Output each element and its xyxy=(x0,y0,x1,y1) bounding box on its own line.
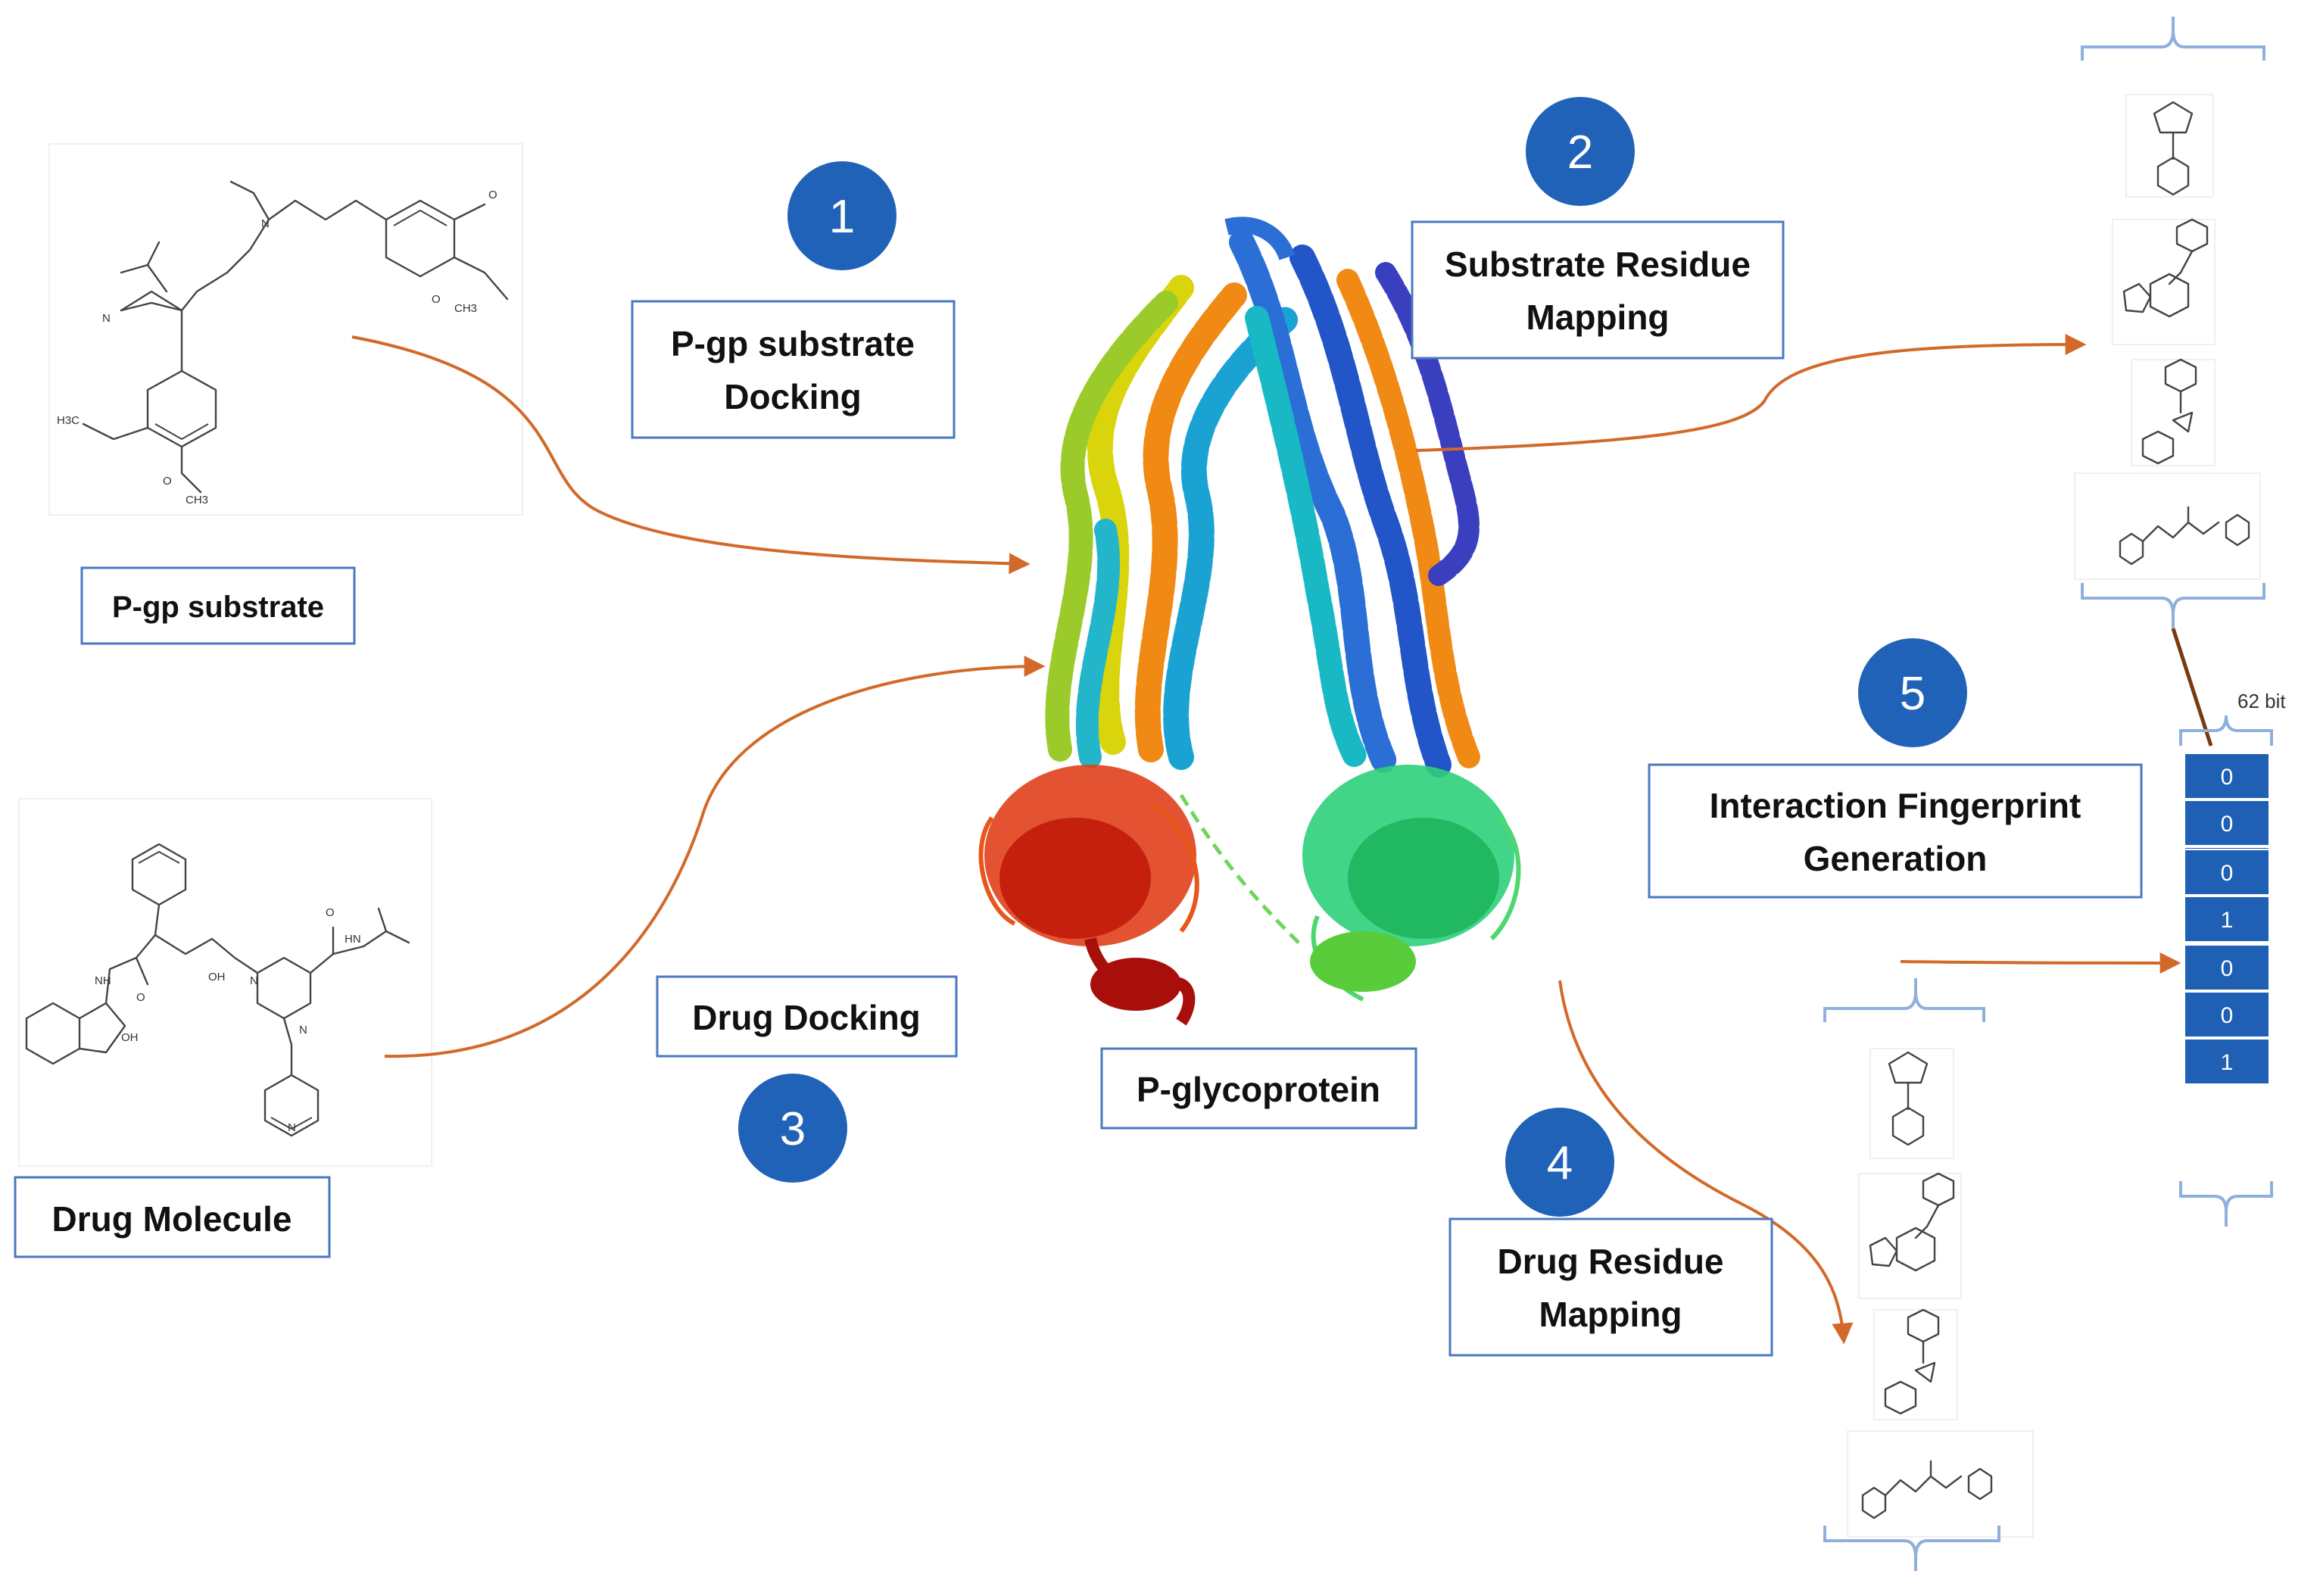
atom-o: O xyxy=(163,475,172,488)
drug-residue-line1: Drug Residue xyxy=(1497,1242,1723,1281)
substrate-residue-line1: Substrate Residue xyxy=(1445,245,1751,284)
flow-arrows xyxy=(351,334,2181,1345)
step-4-badge: 4 xyxy=(1505,1108,1614,1217)
fingerprint-line2: Generation xyxy=(1804,839,1988,878)
atom-o: O xyxy=(136,991,145,1004)
box-substrate-residue-mapping: Substrate Residue Mapping xyxy=(1411,220,1785,360)
atom-nh: NH xyxy=(95,974,111,987)
fingerprint-vector: 62 bit 001011001 xyxy=(2179,690,2286,1227)
protein-ribbon-icon xyxy=(978,217,1521,1026)
atom-n: N xyxy=(288,1121,296,1134)
atom-nitrile-n: N xyxy=(102,312,111,325)
fragment-icon xyxy=(2074,472,2261,580)
atom-oh: OH xyxy=(121,1031,139,1044)
fragment-icon xyxy=(2125,94,2214,198)
substrate-fragments xyxy=(2074,17,2265,628)
connector-line xyxy=(2171,628,2213,747)
step-5-number: 5 xyxy=(1900,668,1926,720)
bit-cell xyxy=(2184,896,2270,943)
step-1-number: 1 xyxy=(829,191,855,243)
box-fingerprint-generation: Interaction Fingerprint Generation xyxy=(1648,763,2143,899)
atom-oh: OH xyxy=(208,971,226,983)
step-3-badge: 3 xyxy=(738,1074,847,1183)
step-5-badge: 5 xyxy=(1858,638,1967,747)
bit-value: 0 xyxy=(2221,956,2234,981)
bit-cell xyxy=(2184,800,2270,846)
atom-n: N xyxy=(250,974,258,987)
box-drug-docking: Drug Docking xyxy=(656,975,958,1058)
drug-residue-line2: Mapping xyxy=(1539,1295,1682,1334)
substrate-molecule-icon: N O O CH3 N H3C O CH3 xyxy=(48,143,523,516)
fragment-icon xyxy=(2112,218,2216,345)
step-4-number: 4 xyxy=(1547,1137,1573,1189)
bit-value: 0 xyxy=(2221,861,2234,886)
fragment-icon xyxy=(2131,358,2216,466)
atom-hn: HN xyxy=(345,933,361,946)
bit-cells: 001011001 xyxy=(2184,753,2270,1085)
fragment-icon xyxy=(1873,1308,1958,1420)
box-pgp-substrate: P-gp substrate xyxy=(80,566,356,645)
arrow-protein-to-drug-fragments xyxy=(1558,980,1854,1345)
bit-value: 0 xyxy=(2221,765,2234,790)
box-pglycoprotein: P-glycoprotein xyxy=(1100,1047,1417,1130)
bit-cell xyxy=(2184,1038,2270,1085)
pglycoprotein-label: P-glycoprotein xyxy=(1137,1070,1380,1109)
bit-length-label: 62 bit xyxy=(2237,690,2286,712)
atom-n: N xyxy=(299,1024,307,1036)
bit-cell xyxy=(2184,991,2270,1038)
step-2-number: 2 xyxy=(1567,126,1593,179)
substrate-residue-line2: Mapping xyxy=(1526,298,1669,337)
drug-molecule-icon: NH O OH OH O HN N N N xyxy=(18,798,432,1167)
bit-value: 1 xyxy=(2221,1050,2234,1075)
drug-molecule-label: Drug Molecule xyxy=(52,1199,292,1239)
pgp-substrate-label: P-gp substrate xyxy=(112,591,324,624)
fingerprint-line1: Interaction Fingerprint xyxy=(1710,786,2081,825)
box-substrate-docking: P-gp substrate Docking xyxy=(631,300,956,439)
arrow-substrate-to-protein xyxy=(351,335,1031,575)
atom-o: O xyxy=(488,189,497,201)
box-drug-residue-mapping: Drug Residue Mapping xyxy=(1448,1217,1773,1357)
step-1-badge: 1 xyxy=(787,161,897,270)
atom-o: O xyxy=(326,906,335,919)
drug-docking-label: Drug Docking xyxy=(692,998,921,1037)
bit-cell xyxy=(2184,753,2270,800)
arrow-drug-fragments-to-fingerprint xyxy=(1900,952,2181,974)
step-3-number: 3 xyxy=(780,1103,806,1155)
fragment-icon xyxy=(1847,1430,2034,1538)
fragment-icon xyxy=(1869,1048,1954,1159)
bit-cell xyxy=(2184,944,2270,991)
atom-n: N xyxy=(261,217,270,230)
substrate-docking-line2: Docking xyxy=(724,377,861,416)
atom-ch3: CH3 xyxy=(186,494,208,507)
box-drug-molecule: Drug Molecule xyxy=(14,1176,331,1258)
drug-fragments xyxy=(1823,978,2034,1571)
substrate-docking-line1: P-gp substrate xyxy=(671,324,915,363)
bit-cell xyxy=(2184,849,2270,896)
step-2-badge: 2 xyxy=(1526,97,1635,206)
atom-o: O xyxy=(432,293,441,306)
fragment-icon xyxy=(1858,1172,1962,1299)
bit-value: 0 xyxy=(2221,812,2234,837)
atom-h3c: H3C xyxy=(57,414,80,427)
arrow-protein-to-substrate-fragments xyxy=(1415,334,2087,452)
atom-ch3: CH3 xyxy=(454,302,477,315)
arrow-drug-to-protein xyxy=(384,656,1046,1058)
bit-value: 0 xyxy=(2221,1003,2234,1028)
bit-value: 1 xyxy=(2221,908,2234,933)
